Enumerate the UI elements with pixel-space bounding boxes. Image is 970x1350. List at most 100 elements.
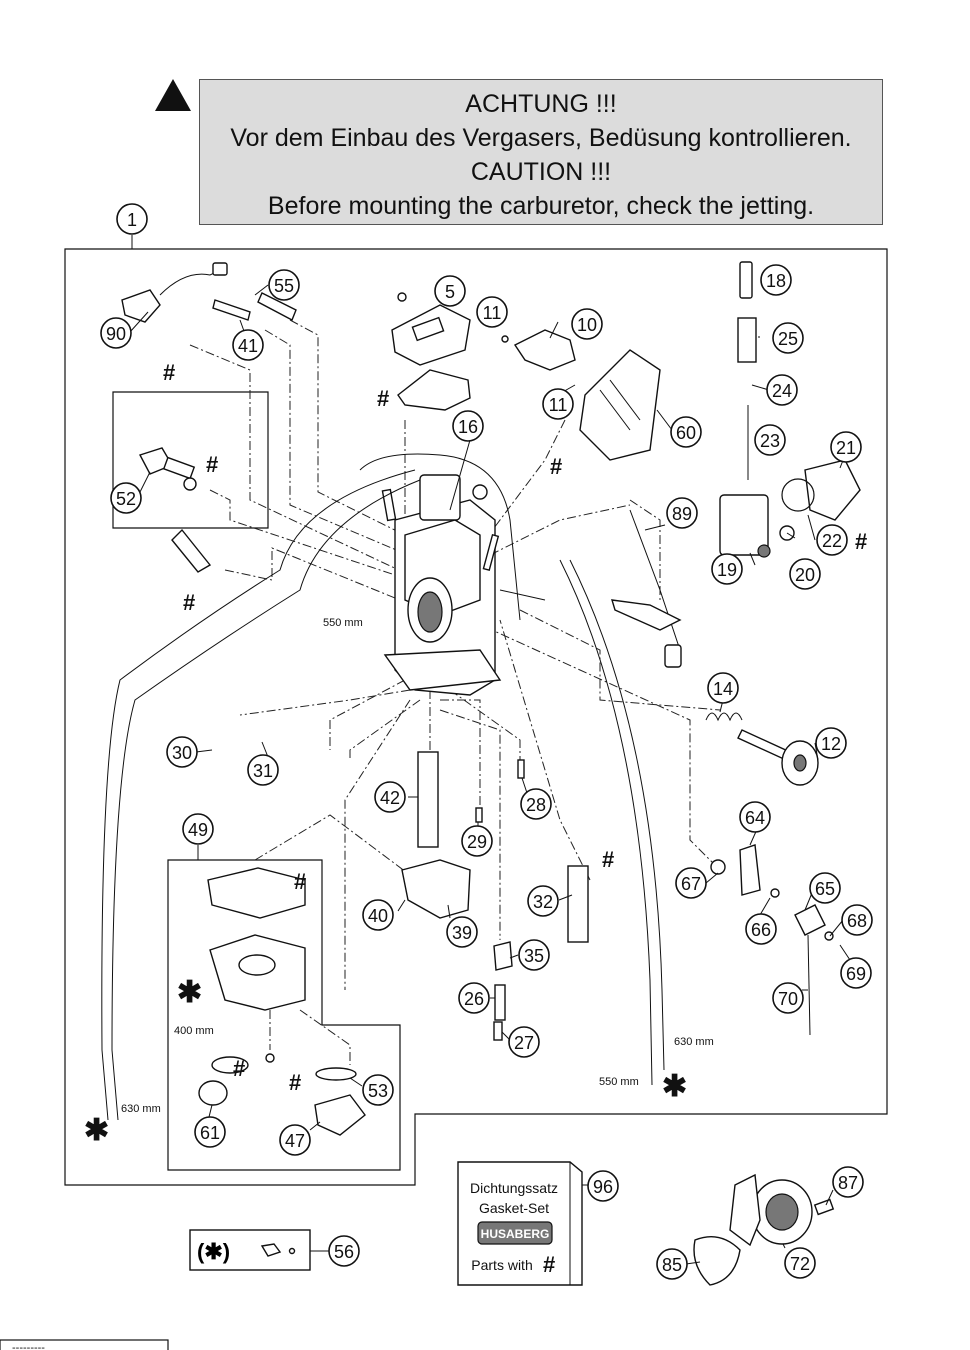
- callout-22: 22: [816, 524, 848, 556]
- cable-length-left-630: 630 mm: [121, 1103, 161, 1115]
- callout-label: 55: [274, 276, 294, 296]
- callout-85: 85: [656, 1248, 688, 1280]
- callout-41: 41: [232, 329, 264, 361]
- callout-label: 67: [681, 874, 701, 894]
- callout-69: 69: [840, 957, 872, 989]
- callout-61: 61: [194, 1116, 226, 1148]
- callout-72: 72: [784, 1247, 816, 1279]
- kit-56-box: [189, 1229, 330, 1271]
- hot-start-group-frame: [112, 391, 269, 529]
- callout-70: 70: [772, 982, 804, 1014]
- callout-68: 68: [841, 904, 873, 936]
- callout-label: 23: [760, 431, 780, 451]
- callout-label: 29: [467, 832, 487, 852]
- callout-90: 90: [100, 317, 132, 349]
- gasket-set-en-label: Gasket-Set: [479, 1200, 549, 1216]
- svg-text:✱: ✱: [177, 976, 202, 1009]
- cable-length-top: 550 mm: [323, 617, 363, 629]
- callout-label: 5: [445, 282, 455, 302]
- callout-label: 11: [483, 303, 502, 323]
- callout-label: 28: [526, 795, 546, 815]
- callout-18: 18: [760, 264, 792, 296]
- callout-label: 40: [368, 906, 388, 926]
- callout-49: 49: [182, 813, 214, 845]
- callout-66: 66: [745, 913, 777, 945]
- callout-label: 39: [452, 923, 472, 943]
- callout-label: 85: [662, 1255, 682, 1275]
- svg-text:#: #: [183, 590, 195, 615]
- callout-40: 40: [362, 899, 394, 931]
- callout-label: 90: [106, 324, 126, 344]
- callout-5: 5: [434, 275, 466, 307]
- gasket-set-de-label: Dichtungssatz: [470, 1180, 558, 1196]
- throttle-cables: [101, 469, 665, 1121]
- callout-label: 14: [713, 679, 733, 699]
- footer-code-box: [0, 1339, 169, 1350]
- callout-35: 35: [518, 939, 550, 971]
- svg-text:#: #: [855, 529, 867, 554]
- callout-87: 87: [832, 1166, 864, 1198]
- callout-label: 19: [717, 560, 737, 580]
- cable-length-right-550: 550 mm: [599, 1076, 639, 1088]
- callout-label: 20: [795, 565, 815, 585]
- callout-label: 26: [464, 989, 484, 1009]
- warning-triangle-icon: [155, 79, 191, 111]
- throttle-housing-part: [693, 1173, 835, 1286]
- callout-label: 16: [458, 417, 478, 437]
- gasket-set-box: [457, 1161, 583, 1286]
- callout-1: 1: [116, 203, 148, 235]
- callout-label: 27: [514, 1033, 534, 1053]
- callout-65: 65: [809, 872, 841, 904]
- callout-label: 12: [821, 734, 841, 754]
- throttle-stop-part: [710, 844, 834, 1036]
- callout-12: 12: [815, 727, 847, 759]
- hash-marks: # # # # # # # # # #: [163, 360, 867, 1095]
- caution-line-4: Before mounting the carburetor, check th…: [267, 192, 815, 220]
- callout-23: 23: [754, 424, 786, 456]
- callout-11: 11: [542, 388, 574, 420]
- callout-64: 64: [739, 801, 771, 833]
- callout-53: 53: [362, 1074, 394, 1106]
- callout-10: 10: [571, 308, 603, 340]
- accelerator-pump-part: [719, 261, 861, 558]
- callout-label: 87: [838, 1173, 858, 1193]
- callout-label: 66: [751, 920, 771, 940]
- callout-52: 52: [110, 482, 142, 514]
- callout-60: 60: [670, 416, 702, 448]
- gasket-set-parts-with-label: Parts with: [471, 1257, 532, 1273]
- callout-label: 25: [778, 329, 798, 349]
- callout-30: 30: [166, 736, 198, 768]
- callout-39: 39: [446, 916, 478, 948]
- callout-label: 21: [836, 438, 856, 458]
- cable-length-right-630: 630 mm: [674, 1036, 714, 1048]
- callout-label: 47: [285, 1131, 305, 1151]
- callout-32: 32: [527, 885, 559, 917]
- hot-start-parts: [121, 262, 297, 573]
- callout-26: 26: [458, 982, 490, 1014]
- caution-line-2: Vor dem Einbau des Vergasers, Bedüsung k…: [230, 124, 852, 152]
- callout-label: 10: [577, 315, 597, 335]
- assembly-frame: [64, 248, 888, 1186]
- callout-14: 14: [707, 672, 739, 704]
- svg-text:#: #: [294, 869, 306, 894]
- float-bowl-part: [198, 867, 366, 1136]
- callout-label: 53: [368, 1081, 388, 1101]
- svg-text:#: #: [206, 452, 218, 477]
- choke-cable-part: [611, 509, 682, 668]
- svg-text:✱: ✱: [662, 1070, 687, 1103]
- jet-parts: [401, 751, 589, 1041]
- callout-20: 20: [789, 558, 821, 590]
- callout-label: 64: [745, 808, 765, 828]
- callout-label: 69: [846, 964, 866, 984]
- callout-28: 28: [520, 788, 552, 820]
- footer-code: ---------: [12, 1342, 45, 1350]
- callout-label: 61: [200, 1123, 220, 1143]
- callout-56: 56: [328, 1235, 360, 1267]
- top-cover-part: [391, 292, 471, 411]
- carburetor-body: [359, 453, 546, 696]
- throttle-shaft-part: [705, 712, 819, 786]
- callout-label: 35: [524, 946, 544, 966]
- callout-label: 11: [549, 395, 568, 415]
